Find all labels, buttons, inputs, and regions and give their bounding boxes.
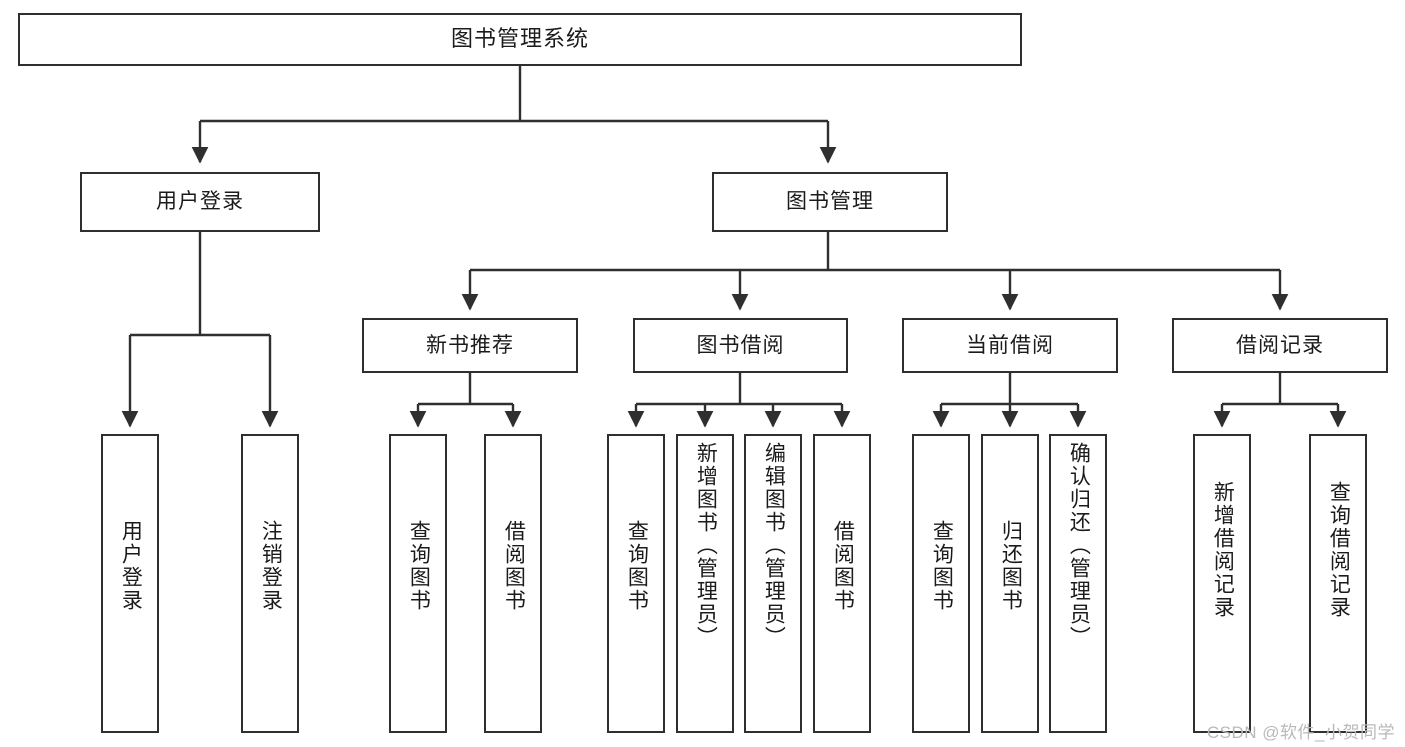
leaf-borrow-query-book[interactable]: 查询图书: [607, 434, 665, 733]
node-label: 注销登录: [259, 520, 283, 612]
node-label: 新书推荐: [426, 333, 514, 357]
node-book-management[interactable]: 图书管理: [712, 172, 948, 232]
leaf-current-confirm-return-admin[interactable]: 确认归还（管理员）: [1049, 434, 1107, 733]
node-root-book-management-system[interactable]: 图书管理系统: [18, 13, 1022, 66]
node-label: 查询图书: [625, 520, 649, 612]
leaf-borrow-add-book-admin[interactable]: 新增图书（管理员）: [676, 434, 734, 733]
leaf-logout[interactable]: 注销登录: [241, 434, 299, 733]
node-label: 用户登录: [119, 520, 143, 612]
leaf-record-add-borrow-record[interactable]: 新增借阅记录: [1193, 434, 1251, 733]
leaf-current-return-book[interactable]: 归还图书: [981, 434, 1039, 733]
node-current-borrow[interactable]: 当前借阅: [902, 318, 1118, 373]
leaf-user-login[interactable]: 用户登录: [101, 434, 159, 733]
node-label: 编辑图书（管理员）: [762, 442, 786, 649]
node-label: 新增图书（管理员）: [694, 442, 718, 649]
node-label: 借阅记录: [1236, 333, 1324, 357]
leaf-new-book-query-book[interactable]: 查询图书: [389, 434, 447, 733]
leaf-new-book-borrow-book[interactable]: 借阅图书: [484, 434, 542, 733]
node-book-borrow[interactable]: 图书借阅: [633, 318, 848, 373]
node-label: 查询借阅记录: [1327, 481, 1351, 619]
node-label: 查询图书: [930, 520, 954, 612]
node-label: 确认归还（管理员）: [1067, 442, 1091, 649]
node-borrow-record[interactable]: 借阅记录: [1172, 318, 1388, 373]
node-label: 借阅图书: [831, 520, 855, 612]
node-label: 查询图书: [407, 520, 431, 612]
node-label: 新增借阅记录: [1211, 481, 1235, 619]
leaf-record-query-borrow-record[interactable]: 查询借阅记录: [1309, 434, 1367, 733]
node-label: 归还图书: [999, 520, 1023, 612]
node-label: 图书管理系统: [450, 26, 589, 52]
node-label: 当前借阅: [966, 333, 1054, 357]
node-label: 图书管理: [786, 190, 874, 214]
node-label: 用户登录: [156, 190, 244, 214]
node-user-login[interactable]: 用户登录: [80, 172, 320, 232]
leaf-borrow-borrow-book[interactable]: 借阅图书: [813, 434, 871, 733]
node-label: 借阅图书: [502, 520, 526, 612]
leaf-current-query-book[interactable]: 查询图书: [912, 434, 970, 733]
leaf-borrow-edit-book-admin[interactable]: 编辑图书（管理员）: [744, 434, 802, 733]
node-new-book-recommend[interactable]: 新书推荐: [362, 318, 578, 373]
node-label: 图书借阅: [696, 333, 785, 357]
